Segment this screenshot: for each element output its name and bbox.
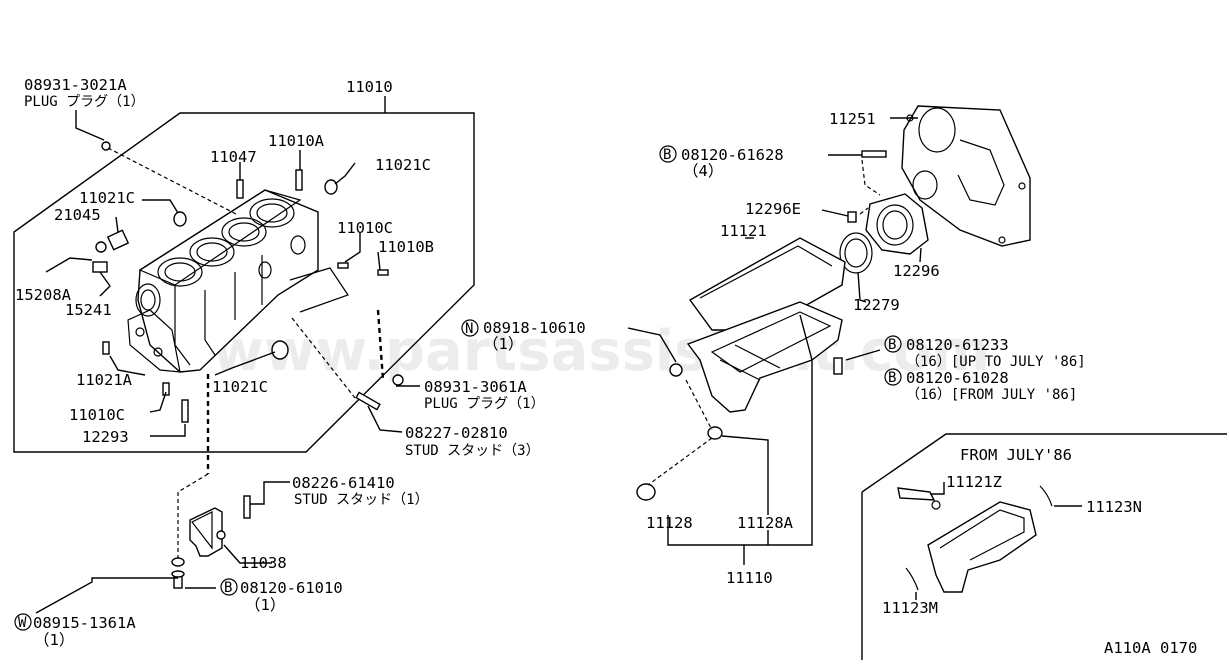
label-11123N: 11123N (1086, 498, 1142, 516)
label-from-july-86: FROM JULY'86 (960, 446, 1072, 464)
label-11021C-a: 11021C (375, 156, 431, 174)
label-qty-1c: （1） (483, 335, 523, 353)
label-stud-3: STUD スタッド（3） (405, 443, 540, 459)
bracket-assembly (171, 374, 251, 589)
marker-B-61028 (884, 368, 902, 386)
label-11010B: 11010B (378, 238, 434, 256)
marker-B-61010 (220, 578, 238, 596)
nut-10610 (669, 363, 683, 377)
label-11123M: 11123M (882, 599, 938, 617)
label-12296E: 12296E (745, 200, 801, 218)
marker-B-61010-letter: B (224, 580, 232, 596)
label-11010C-b: 11010C (69, 406, 125, 424)
label-08931-3021A: 08931-3021A (24, 76, 127, 94)
marker-B-61233 (884, 335, 902, 353)
label-qty-1b: （1） (34, 631, 74, 649)
inset-leaders (915, 482, 1082, 600)
label-15241: 15241 (65, 301, 112, 319)
marker-B-61233-letter: B (888, 337, 896, 353)
label-12296: 12296 (893, 262, 940, 280)
rear-plate (901, 105, 1031, 247)
oil-pan-gasket (688, 237, 846, 331)
marker-N-letter: N (465, 321, 473, 337)
marker-B-61628 (659, 145, 677, 163)
label-11021C-c: 11021C (212, 378, 268, 396)
oil-seal (839, 232, 873, 274)
part-12296E (847, 211, 857, 223)
label-08227-02810: 08227-02810 (405, 424, 508, 442)
label-11021A: 11021A (76, 371, 133, 389)
washer-11128A (707, 426, 723, 440)
marker-W (14, 613, 32, 631)
cylinder-block-frame (13, 112, 475, 453)
label-plug-1: PLUG プラグ（1） (24, 94, 145, 110)
watermark: www.partsassistant.com (212, 319, 990, 384)
label-08915-1361A: 08915-1361A (33, 614, 136, 632)
label-11010A: 11010A (268, 132, 325, 150)
label-11121Z: 11121Z (946, 473, 1002, 491)
label-11010C-a: 11010C (337, 219, 393, 237)
inset-frame-top (861, 433, 1227, 493)
label-11110: 11110 (726, 569, 773, 587)
bolt-61628 (861, 150, 887, 158)
marker-W-letter: W (18, 615, 27, 631)
bolt-61233 (833, 357, 843, 375)
label-08918-10610: 08918-10610 (483, 319, 586, 337)
label-qty-1a: （1） (245, 596, 285, 614)
label-08120-61628: 08120-61628 (681, 146, 784, 164)
oilpan-leaders (627, 117, 922, 565)
label-21045: 21045 (54, 206, 101, 224)
inset-oil-pan (897, 485, 1053, 593)
label-11251: 11251 (829, 110, 876, 128)
label-note-up-to: （16）[UP TO JULY '86] (906, 354, 1086, 370)
label-11038: 11038 (240, 554, 287, 572)
cylinder-block (127, 189, 349, 373)
drain-plug-11128 (636, 483, 656, 501)
marker-B-61628-letter: B (663, 147, 671, 163)
label-08120-61010: 08120-61010 (240, 579, 343, 597)
bracket-leaders (35, 481, 290, 614)
label-08120-61233: 08120-61233 (906, 336, 1009, 354)
diagram-code: A110A 0170 (1104, 639, 1197, 657)
block-leaders (45, 96, 420, 437)
label-11121: 11121 (720, 222, 767, 240)
label-11010: 11010 (346, 78, 393, 96)
label-08931-3061A: 08931-3061A (424, 378, 527, 396)
label-11021C-b: 11021C (79, 189, 135, 207)
block-small-parts (92, 141, 404, 423)
label-12279: 12279 (853, 296, 900, 314)
label-11047: 11047 (210, 148, 257, 166)
label-12293: 12293 (82, 428, 129, 446)
marker-B-61028-letter: B (888, 370, 896, 386)
label-stud-1: STUD スタッド（1） (294, 492, 429, 508)
label-11128: 11128 (646, 514, 693, 532)
marker-N (461, 319, 479, 337)
label-08226-61410: 08226-61410 (292, 474, 395, 492)
label-plug-2: PLUG プラグ（1） (424, 396, 545, 412)
seal-retainer (865, 193, 929, 255)
label-08120-61028: 08120-61028 (906, 369, 1009, 387)
label-qty-4: （4） (683, 162, 723, 180)
label-11128A: 11128A (737, 514, 794, 532)
label-note-from: （16）[FROM JULY '86] (906, 387, 1077, 403)
label-15208A: 15208A (15, 286, 72, 304)
